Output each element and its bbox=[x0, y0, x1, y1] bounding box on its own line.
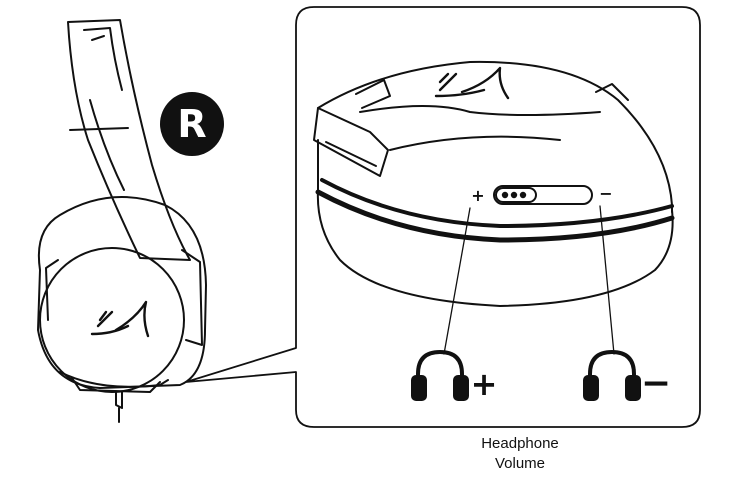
headphone-volume-up-icon bbox=[411, 350, 469, 401]
ear-cup bbox=[39, 247, 185, 393]
side-tab bbox=[313, 107, 389, 177]
cup-top-shell bbox=[317, 60, 673, 206]
headband bbox=[67, 19, 191, 261]
cushion-band bbox=[320, 178, 674, 228]
right-side-badge bbox=[160, 92, 224, 156]
caption-line-2: Volume bbox=[494, 455, 546, 472]
headphone-volume-down-icon bbox=[583, 350, 641, 401]
volume-rocker-button[interactable] bbox=[493, 185, 593, 205]
badge-letter: R bbox=[177, 102, 206, 146]
plus-leader-line bbox=[443, 207, 471, 355]
caption-line-1: Headphone bbox=[481, 435, 559, 452]
headset-side-view bbox=[37, 19, 207, 423]
ear-shell bbox=[37, 196, 207, 389]
cable bbox=[115, 391, 123, 409]
callout-frame bbox=[185, 6, 701, 428]
volume-down-symbol: − bbox=[641, 363, 671, 404]
volume-up-symbol: + bbox=[471, 365, 498, 403]
rocker-minus-label: − bbox=[599, 184, 612, 203]
rocker-plus-label: + bbox=[471, 186, 484, 205]
hx-logo-top-icon bbox=[434, 66, 510, 100]
caption: Headphone Volume bbox=[420, 434, 620, 474]
minus-leader-line bbox=[599, 205, 615, 355]
earcup-closeup bbox=[313, 60, 675, 355]
hx-logo-icon bbox=[90, 300, 150, 338]
cushion bbox=[316, 189, 674, 307]
